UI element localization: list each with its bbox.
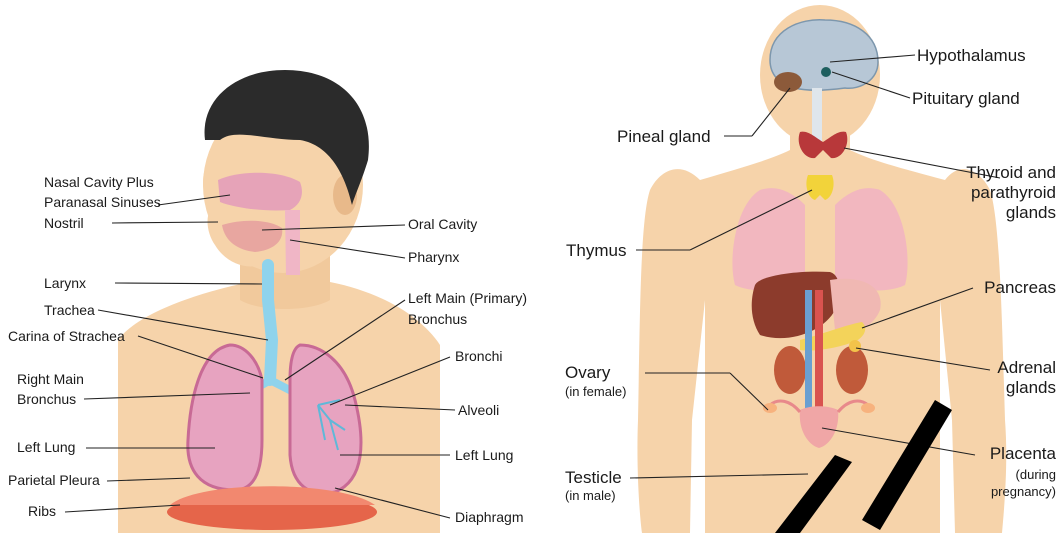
pharynx [285, 210, 300, 275]
label-alveoli: Alveoli [458, 402, 499, 418]
label-testicle-2: (in male) [565, 488, 616, 503]
respiratory-figure [118, 70, 440, 533]
label-ovary-1: Ovary [565, 363, 611, 382]
label-trachea: Trachea [44, 302, 95, 318]
label-thymus: Thymus [566, 241, 626, 260]
label-placenta-3: pregnancy) [991, 484, 1056, 499]
label-nasal-cavity-1: Nasal Cavity Plus [44, 174, 154, 190]
label-oral-cavity: Oral Cavity [408, 216, 477, 232]
cerebellum [774, 72, 802, 92]
label-diaphragm: Diaphragm [455, 509, 523, 525]
kidney-right [836, 346, 868, 394]
label-pineal-gland: Pineal gland [617, 127, 711, 146]
ovary-right [861, 403, 875, 413]
label-bronchi: Bronchi [455, 348, 502, 364]
label-ribs: Ribs [28, 503, 56, 519]
label-pituitary-gland: Pituitary gland [912, 89, 1020, 108]
label-left-lung-b: Left Lung [455, 447, 513, 463]
ovary-left [763, 403, 777, 413]
label-nasal-cavity-2: Paranasal Sinuses [44, 194, 161, 210]
nasal-cavity [218, 173, 302, 211]
label-larynx: Larynx [44, 275, 86, 291]
label-adrenal-2: glands [1006, 378, 1056, 397]
label-left-lung-a: Left Lung [17, 439, 75, 455]
label-left-main-1: Left Main (Primary) [408, 290, 527, 306]
trachea [268, 265, 272, 380]
label-ovary-2: (in female) [565, 384, 626, 399]
label-pancreas: Pancreas [984, 278, 1056, 297]
label-thyroid-3: glands [1006, 203, 1056, 222]
label-thyroid-2: parathyroid [971, 183, 1056, 202]
label-nostril: Nostril [44, 215, 84, 231]
label-left-main-2: Bronchus [408, 311, 467, 327]
label-pharynx: Pharynx [408, 249, 459, 265]
label-adrenal-1: Adrenal [997, 358, 1056, 377]
label-carina: Carina of Strachea [8, 328, 125, 344]
label-testicle-1: Testicle [565, 468, 622, 487]
label-thyroid-1: Thyroid and [966, 163, 1056, 182]
endocrine-figure [637, 5, 1006, 533]
adrenal-gland [849, 340, 861, 352]
label-hypothalamus: Hypothalamus [917, 46, 1026, 65]
kidney-left [774, 346, 806, 394]
label-placenta-1: Placenta [990, 444, 1057, 463]
label-right-main-2: Bronchus [17, 391, 76, 407]
pituitary [821, 67, 831, 77]
aorta [815, 290, 823, 420]
label-placenta-2: (during [1016, 467, 1056, 482]
label-parietal-pleura: Parietal Pleura [8, 472, 100, 488]
label-right-main-1: Right Main [17, 371, 84, 387]
vena-cava [805, 290, 812, 420]
